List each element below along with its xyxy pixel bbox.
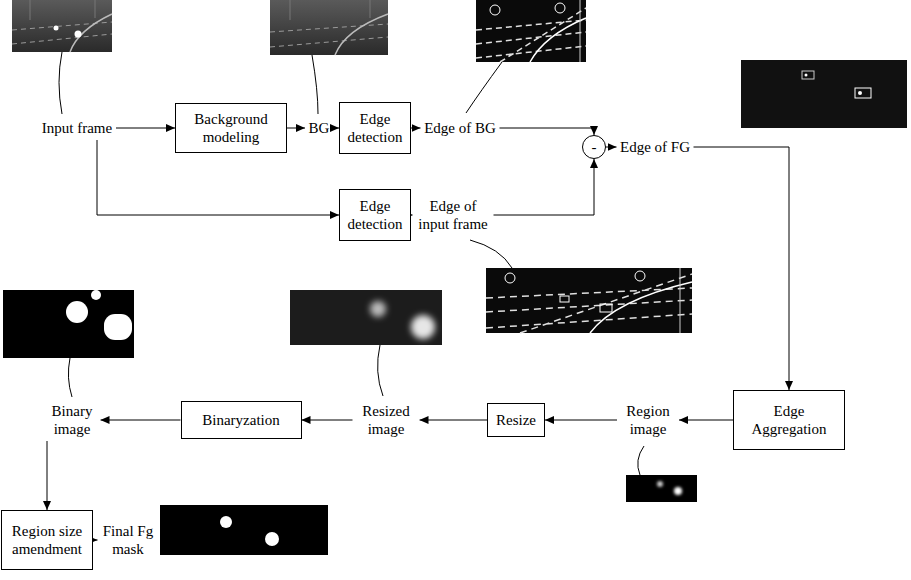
flow-arrow — [494, 159, 595, 215]
flow-arrow — [411, 128, 421, 129]
flow-arrow — [287, 128, 305, 129]
data-label: Input frame — [41, 119, 113, 137]
process-box: Resize — [487, 403, 545, 437]
binary-image — [3, 290, 134, 358]
edge-of-bg-image — [476, 0, 586, 62]
node-text: Edge Aggregation — [744, 402, 834, 438]
process-box: Edge Aggregation — [733, 390, 845, 450]
process-box: Edge detection — [339, 189, 411, 241]
node-text: Region image — [621, 402, 676, 438]
final-mask-image — [160, 505, 328, 555]
flow-arrow — [411, 215, 413, 216]
node-text: Region size amendment — [7, 522, 87, 558]
process-box: Binaryzation — [181, 401, 302, 439]
node-text: Edge detection — [345, 110, 405, 146]
flow-arrow — [500, 128, 595, 135]
data-label: Binary image — [47, 402, 98, 438]
node-text: Edge of input frame — [416, 197, 490, 233]
region-image — [626, 475, 697, 502]
data-label: Edge of BG — [424, 119, 497, 137]
flow-arrow — [606, 147, 617, 148]
node-text: Resized image — [356, 402, 416, 438]
node-text: Resize — [496, 411, 536, 429]
flow-arrow — [116, 128, 175, 129]
flow-arrow — [694, 147, 790, 390]
process-box: Region size amendment — [1, 510, 93, 570]
node-text: Binary image — [47, 402, 97, 438]
node-text: Edge of FG — [620, 138, 690, 156]
flow-arrow — [545, 420, 617, 421]
flow-arrow — [302, 420, 353, 421]
node-text: BG — [309, 119, 330, 137]
data-label: Final Fg mask — [101, 522, 156, 558]
circle-outline — [583, 136, 606, 159]
data-label: Region image — [620, 402, 676, 438]
process-box: Edge detection — [339, 102, 411, 154]
data-label: BG — [308, 119, 330, 137]
leader-lines — [59, 52, 644, 475]
process-box: Background modeling — [175, 103, 287, 153]
data-label: Edge of FG — [620, 138, 691, 156]
node-text: Binaryzation — [202, 411, 279, 429]
node-text: Background modeling — [181, 110, 281, 146]
node-text: Input frame — [42, 119, 112, 137]
data-label: Edge of input frame — [416, 197, 491, 233]
flow-arrow — [93, 540, 98, 541]
node-text: Edge detection — [345, 197, 405, 233]
flow-arrow — [101, 420, 181, 421]
edge-of-input-image — [486, 268, 692, 333]
node-text: Edge of BG — [424, 119, 496, 137]
flow-arrow — [679, 420, 733, 421]
flow-arrow — [420, 420, 488, 421]
resized-image — [290, 290, 442, 345]
background-photo — [270, 0, 388, 55]
edge-of-fg-image — [741, 60, 907, 128]
subtract-circle: - — [582, 135, 606, 159]
data-label: Resized image — [356, 402, 417, 438]
node-text: - — [592, 138, 597, 156]
node-text: Final Fg mask — [101, 522, 155, 558]
flow-arrow — [47, 441, 48, 510]
input-frame-photo — [12, 0, 112, 52]
